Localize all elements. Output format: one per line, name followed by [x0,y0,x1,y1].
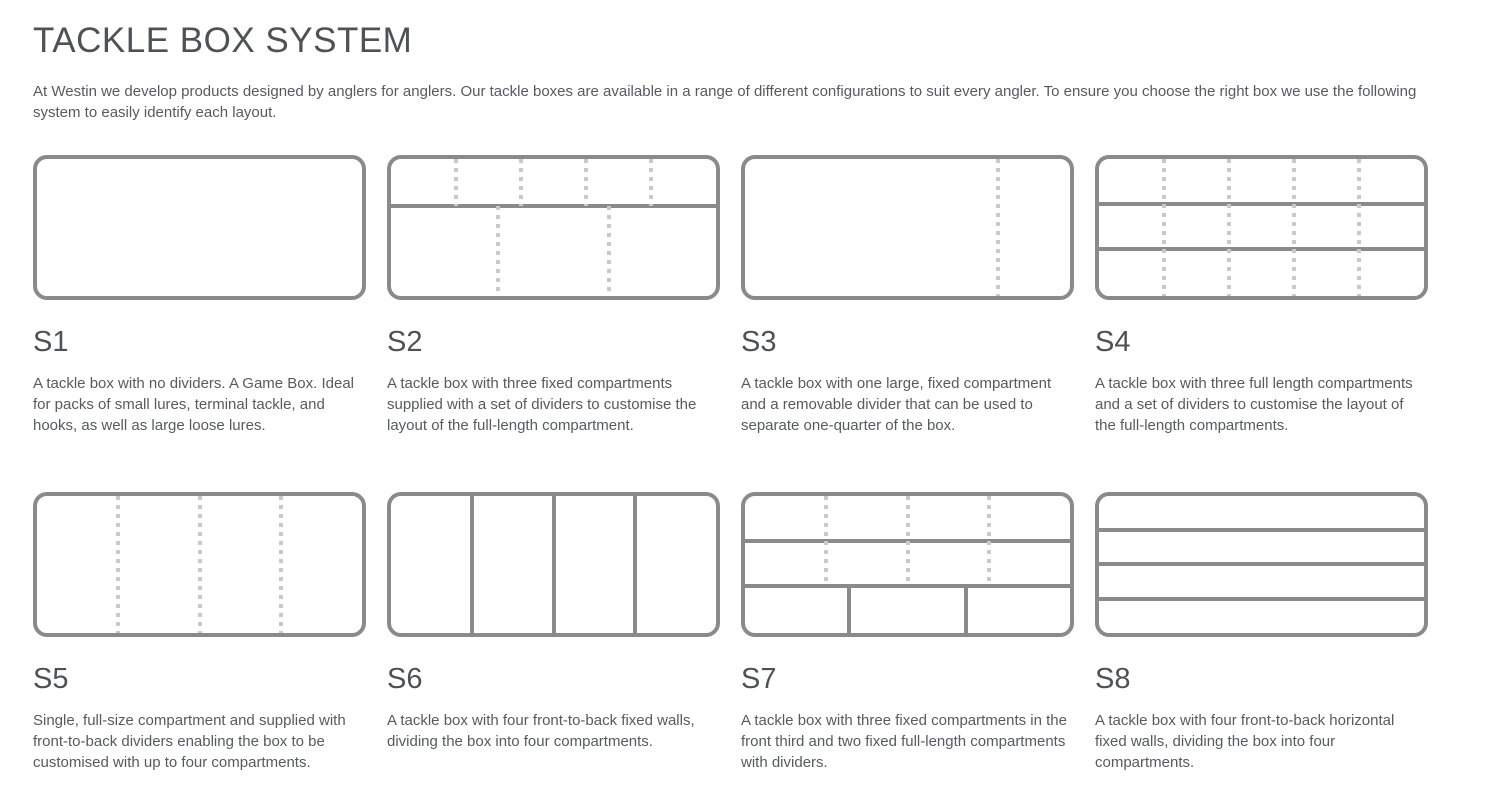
fixed-wall-h [1099,247,1424,252]
removable-divider-v [1357,159,1361,296]
tackle-box-diagram-s2 [387,155,720,300]
tackle-box-diagram-s1 [33,155,366,300]
box-code-label: S1 [33,326,69,358]
tackle-box-card-s5: S5 Single, full-size compartment and sup… [33,491,366,773]
box-code-label: S8 [1095,662,1131,695]
box-description: A tackle box with four front-to-back hor… [1095,711,1395,771]
box-code-label: S7 [741,662,777,695]
box-description: A tackle box with three fixed compartmen… [387,374,697,434]
fixed-wall-h [1099,596,1424,601]
tackle-box-card-s4: S4 A tackle box with three full length c… [1095,155,1428,436]
fixed-wall-h [1099,528,1424,533]
box-description: A tackle box with no dividers. A Game Bo… [33,374,355,434]
box-code-label: S2 [387,326,423,358]
tackle-box-card-s2: S2 A tackle box with three fixed compart… [387,155,720,436]
fixed-wall-h [1099,562,1424,567]
fixed-wall-v [470,495,475,633]
box-description: A tackle box with one large, fixed compa… [741,374,1052,434]
box-description: A tackle box with three full length comp… [1095,374,1413,434]
page-title: TACKLE BOX SYSTEM [33,21,413,60]
box-description: A tackle box with three fixed compartmen… [741,711,1067,771]
tackle-box-card-s6: S6 A tackle box with four front-to-back … [387,491,720,773]
box-code-label: S3 [741,326,777,358]
box-code-label: S4 [1095,326,1131,358]
tackle-box-diagram-s4 [1095,155,1428,300]
tackle-box-card-s8: S8 A tackle box with four front-to-back … [1095,491,1428,773]
tackle-box-card-s1: S1 A tackle box with no dividers. A Game… [33,155,366,436]
removable-divider-v [197,495,202,633]
fixed-wall-h [391,203,716,208]
fixed-wall-h [745,584,1070,589]
removable-divider-v [1162,159,1166,296]
fixed-wall-v [847,586,851,633]
tackle-box-card-s3: S3 A tackle box with one large, fixed co… [741,155,1074,436]
fixed-wall-h [1099,202,1424,207]
removable-divider-v [606,205,611,296]
removable-divider-v [996,159,1001,296]
removable-divider-v [278,495,283,633]
fixed-wall-v [551,495,556,633]
fixed-wall-v [964,586,968,633]
removable-divider-v [496,205,501,296]
tackle-box-diagram-s7 [741,491,1074,637]
removable-divider-v [824,495,829,587]
removable-divider-v [649,159,653,206]
removable-divider-v [454,159,458,206]
removable-divider-v [905,495,910,587]
box-code-label: S6 [387,662,423,695]
tackle-box-grid: S1 A tackle box with no dividers. A Game… [33,155,1429,773]
removable-divider-v [584,159,588,206]
tackle-box-diagram-s3 [741,155,1074,300]
removable-divider-v [519,159,523,206]
tackle-box-diagram-s5 [33,491,366,637]
box-description: Single, full-size compartment and suppli… [33,711,346,771]
removable-divider-v [1292,159,1296,296]
removable-divider-v [1227,159,1231,296]
fixed-wall-v [632,495,637,633]
removable-divider-v [116,495,121,633]
tackle-box-diagram-s8 [1095,491,1428,637]
removable-divider-v [986,495,991,587]
tackle-box-card-s7: S7 A tackle box with three fixed compart… [741,491,1074,773]
box-code-label: S5 [33,662,69,695]
box-description: A tackle box with four front-to-back fix… [387,711,695,750]
intro-paragraph: At Westin we develop products designed b… [33,83,1417,121]
tackle-box-diagram-s6 [387,491,720,637]
